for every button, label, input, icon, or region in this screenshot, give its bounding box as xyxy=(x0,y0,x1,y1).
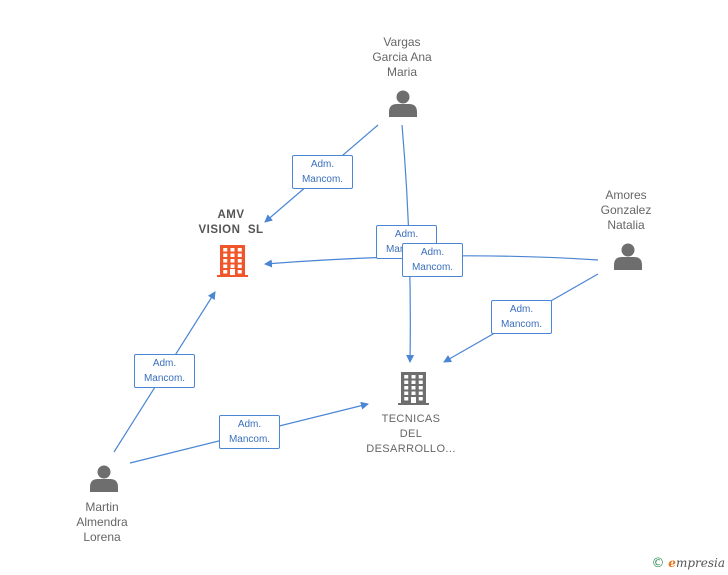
edge-label-martin-tecnicas[interactable]: Adm. Mancom. xyxy=(219,415,280,449)
label-line: DESARROLLO... xyxy=(366,443,456,455)
copyright-icon: © xyxy=(651,556,665,571)
edge-label-amores-tecnicas[interactable]: Adm. Mancom. xyxy=(491,300,552,334)
building-icon-tecnicas[interactable] xyxy=(398,372,429,405)
label-line: TECNICAS xyxy=(381,413,441,425)
label-line: Natalia xyxy=(607,218,645,232)
brand-mark: e xyxy=(668,556,676,570)
node-label-tecnicas[interactable]: TECNICAS DEL DESARROLLO... xyxy=(361,412,461,457)
label-line: Amores xyxy=(605,188,647,202)
edge-label-line: Mancom. xyxy=(411,262,454,273)
label-line: Maria xyxy=(386,65,417,79)
label-line: VISION SL xyxy=(198,224,264,236)
person-icon-martin[interactable] xyxy=(90,465,118,493)
label-line: Garcia Ana xyxy=(372,50,432,64)
label-line: Gonzalez xyxy=(600,203,652,217)
node-label-amores[interactable]: Amores Gonzalez Natalia xyxy=(576,188,676,233)
empresia-watermark: © empresia xyxy=(651,556,725,571)
label-line: DEL xyxy=(399,428,423,440)
edge-label-martin-amv[interactable]: Adm. Mancom. xyxy=(134,354,195,388)
brand-text: mpresia xyxy=(675,556,725,570)
edge-label-line: Adm. xyxy=(420,247,445,258)
label-line: Lorena xyxy=(83,530,121,544)
node-label-vargas[interactable]: Vargas Garcia Ana Maria xyxy=(352,35,452,80)
edge-label-line: Mancom. xyxy=(301,174,344,185)
person-icon-amores[interactable] xyxy=(614,243,642,271)
edge-label-amores-amv[interactable]: Adm. Mancom. xyxy=(402,243,463,277)
edge-label-vargas-amv[interactable]: Adm. Mancom. xyxy=(292,155,353,189)
edge-label-line: Adm. xyxy=(509,304,534,315)
edge-label-line: Mancom. xyxy=(228,434,271,445)
edge-label-line: Mancom. xyxy=(500,319,543,330)
label-line: Martin xyxy=(85,500,119,514)
label-line: Vargas xyxy=(383,35,421,49)
node-label-amv[interactable]: AMV VISION SL xyxy=(181,208,281,238)
node-label-martin[interactable]: Martin Almendra Lorena xyxy=(52,500,152,545)
edge-label-line: Adm. xyxy=(310,159,335,170)
label-line: AMV xyxy=(217,209,245,221)
label-line: Almendra xyxy=(76,515,128,529)
edge-label-line: Mancom. xyxy=(143,373,186,384)
building-icon-amv[interactable] xyxy=(217,245,248,277)
person-icon-vargas[interactable] xyxy=(389,90,417,118)
edge-label-line: Adm. xyxy=(152,358,177,369)
edge-label-line: Adm. xyxy=(237,419,262,430)
edge-label-line: Adm. xyxy=(394,229,419,240)
